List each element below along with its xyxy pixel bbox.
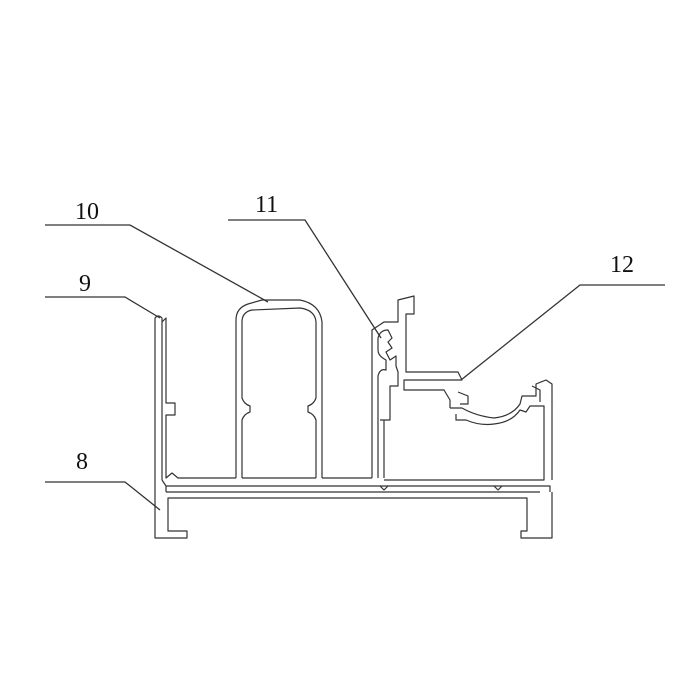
central-tube bbox=[235, 299, 372, 479]
left-wall bbox=[154, 315, 236, 487]
callout-label-11: 11 bbox=[255, 192, 279, 218]
callout-label-8: 8 bbox=[76, 449, 88, 475]
base-frame bbox=[154, 318, 553, 539]
callout-label-9: 9 bbox=[79, 271, 91, 297]
callout-label-12: 12 bbox=[610, 252, 634, 278]
leader-line-12 bbox=[460, 284, 665, 381]
leader-line-10 bbox=[45, 224, 269, 303]
glazing-bead bbox=[371, 295, 463, 478]
leader-line-9 bbox=[45, 296, 161, 319]
leader-line-8 bbox=[45, 481, 161, 511]
leader-line-11 bbox=[228, 219, 382, 339]
callout-label-10: 10 bbox=[75, 199, 99, 225]
right-chamber bbox=[384, 379, 553, 481]
